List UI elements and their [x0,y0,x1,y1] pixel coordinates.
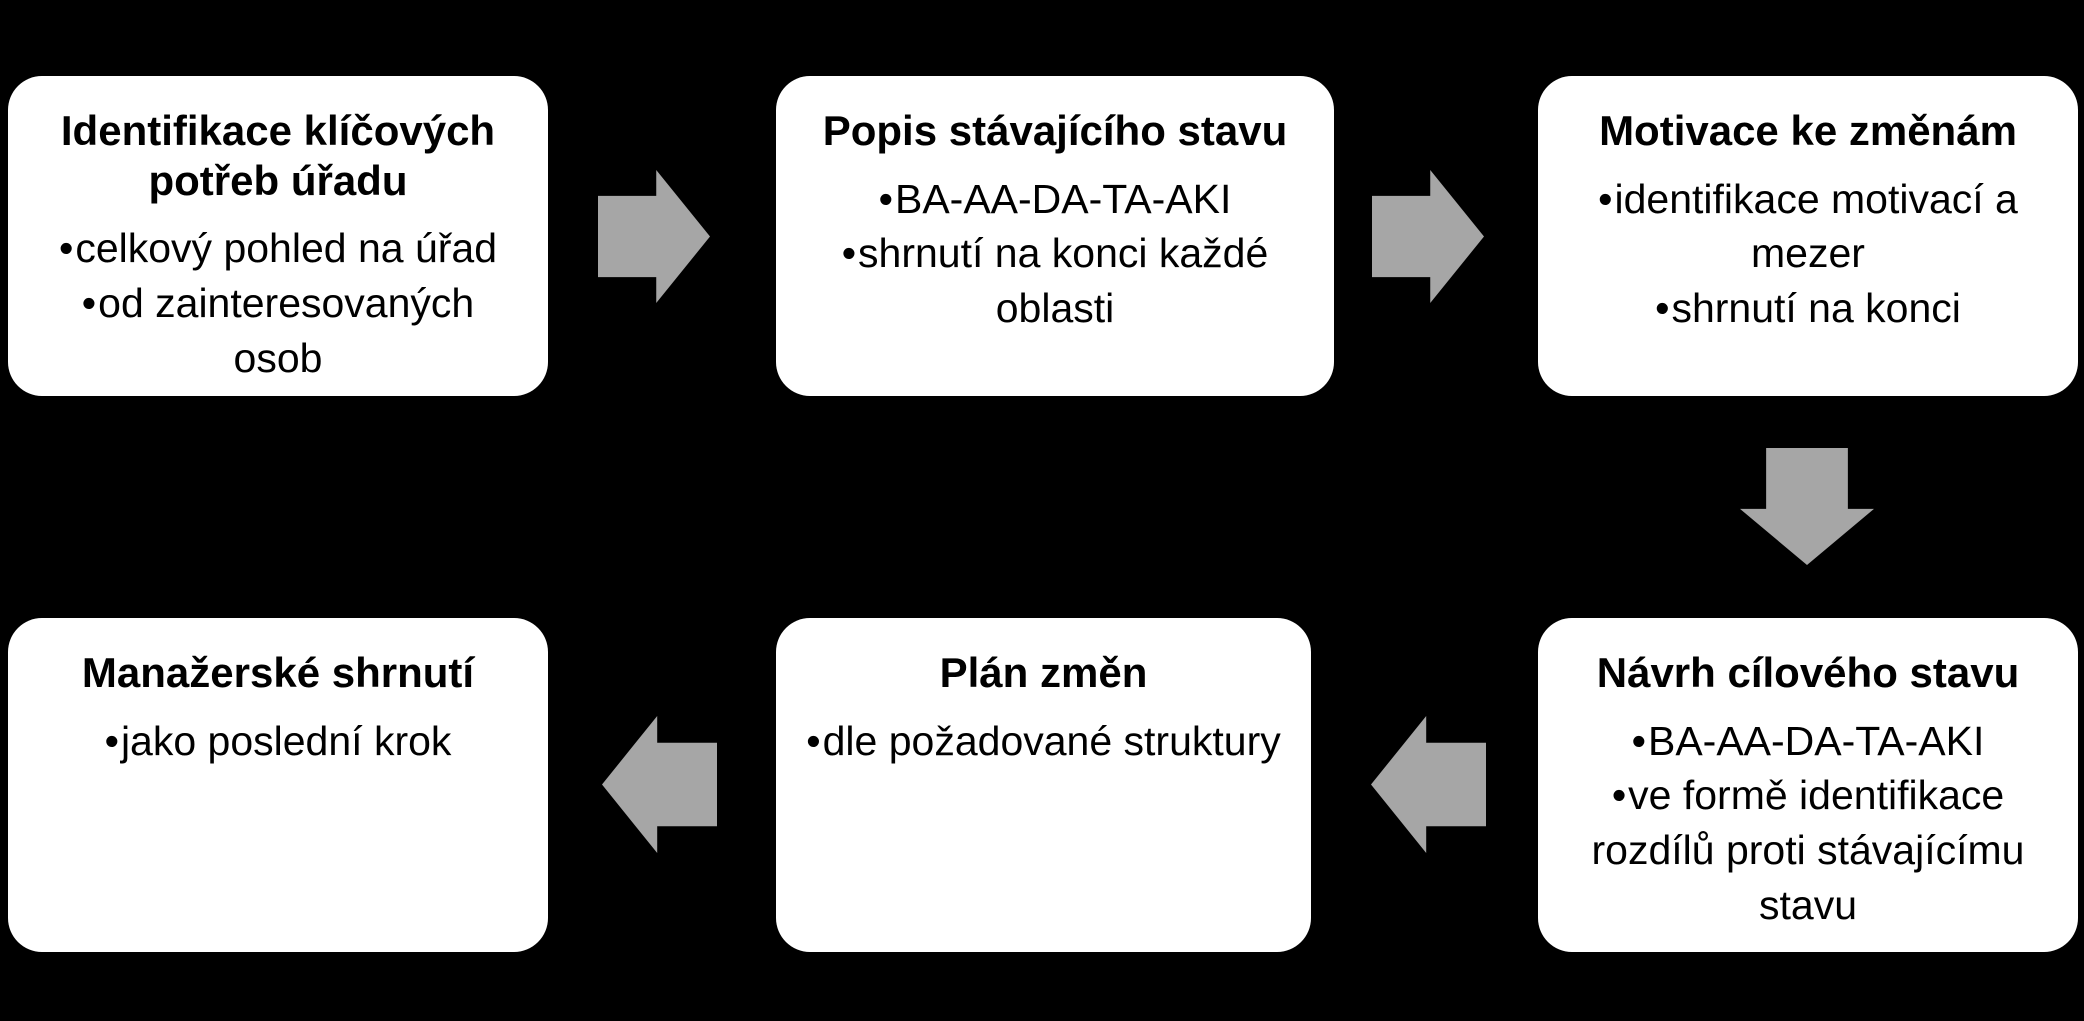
flow-step-identifikace-potreb: Identifikace klíčových potřeb úřadu •cel… [8,76,548,396]
bullet-dot: • [1611,772,1627,819]
bullet-dot: • [1631,717,1646,764]
bullet-item: •ve formě identifikace rozdílů proti stá… [1562,768,2054,933]
bullet-item: •BA-AA-DA-TA-AKI [800,172,1310,227]
step-title: Motivace ke změnám [1599,107,2017,154]
flow-step-popis-stavajiciho-stavu: Popis stávajícího stavu •BA-AA-DA-TA-AKI… [776,76,1334,396]
step-title: Plán změn [939,649,1148,696]
bullet-text: dle požadované struktury [822,717,1281,764]
bullet-text: od zainteresovaných osob [98,280,475,381]
arrow-right-icon [598,170,710,303]
bullet-dot: • [81,280,97,327]
bullet-item: •shrnutí na konci [1562,281,2054,336]
bullet-item: •BA-AA-DA-TA-AKI [1562,714,2054,769]
bullet-text: ve formě identifikace rozdílů proti stáv… [1591,772,2025,929]
flow-step-motivace-ke-zmenam: Motivace ke změnám •identifikace motivac… [1538,76,2078,396]
arrow-left-icon [602,716,717,853]
bullet-text: identifikace motivací a mezer [1614,175,2018,277]
flow-step-navrh-ciloveho-stavu: Návrh cílového stavu •BA-AA-DA-TA-AKI •v… [1538,618,2078,952]
bullet-text: celkový pohled na úřad [75,225,498,272]
bullet-item: •celkový pohled na úřad [32,221,524,276]
bullet-item: •od zainteresovaných osob [32,276,524,386]
bullet-text: BA-AA-DA-TA-AKI [1647,717,1985,764]
bullet-text: jako poslední krok [120,717,452,764]
arrow-left-icon [1371,716,1486,853]
bullet-item: •shrnutí na konci každé oblasti [800,226,1310,336]
bullet-text: BA-AA-DA-TA-AKI [894,175,1232,222]
bullet-dot: • [878,175,893,222]
step-title: Identifikace klíčových potřeb úřadu [60,107,496,204]
bullet-dot: • [841,230,857,277]
step-title: Popis stávajícího stavu [822,107,1288,154]
flow-step-plan-zmen: Plán změn •dle požadované struktury [776,618,1311,952]
step-bullet-list: •identifikace motivací a mezer •shrnutí … [1562,172,2054,337]
step-title: Manažerské shrnutí [81,649,475,696]
step-bullet-list: •celkový pohled na úřad •od zainteresova… [32,221,524,386]
bullet-dot: • [1655,285,1670,332]
bullet-dot: • [58,225,74,272]
step-bullet-list: •BA-AA-DA-TA-AKI •shrnutí na konci každé… [800,172,1310,337]
bullet-dot: • [1598,175,1613,222]
step-title: Návrh cílového stavu [1596,649,2020,696]
step-bullet-list: •BA-AA-DA-TA-AKI •ve formě identifikace … [1562,714,2054,934]
bullet-text: shrnutí na konci [1671,285,1961,332]
bullet-dot: • [806,717,821,764]
bullet-dot: • [104,717,119,764]
flow-step-manazerske-shrnuti: Manažerské shrnutí •jako poslední krok [8,618,548,952]
bullet-item: •identifikace motivací a mezer [1562,172,2054,282]
step-bullet-list: •jako poslední krok [32,714,524,769]
arrow-down-icon [1740,448,1874,565]
bullet-item: •dle požadované struktury [800,714,1287,769]
arrow-right-icon [1372,170,1484,303]
step-bullet-list: •dle požadované struktury [800,714,1287,769]
bullet-text: shrnutí na konci každé oblasti [858,230,1269,332]
bullet-item: •jako poslední krok [32,714,524,769]
